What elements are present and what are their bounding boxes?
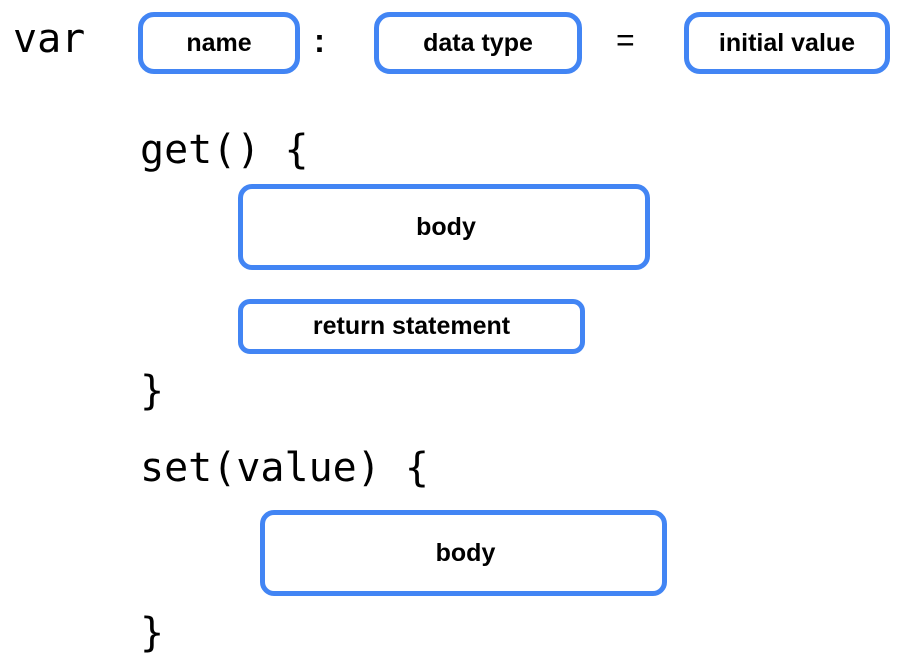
name-placeholder-box[interactable]: name <box>138 12 300 74</box>
return-statement-placeholder-label: return statement <box>312 312 511 340</box>
var-keyword: var <box>13 16 86 62</box>
type-colon-separator: : <box>314 22 325 59</box>
setter-signature: set(value) { <box>140 445 429 491</box>
return-statement-placeholder-box[interactable]: return statement <box>238 299 585 354</box>
setter-body-placeholder-box[interactable]: body <box>260 510 667 596</box>
getter-closing-brace: } <box>140 368 165 414</box>
getter-body-placeholder-box[interactable]: body <box>238 184 650 270</box>
setter-body-placeholder-label: body <box>435 538 496 567</box>
initial-value-placeholder-label: initial value <box>718 28 856 57</box>
getter-signature: get() { <box>140 127 309 173</box>
datatype-placeholder-label: data type <box>423 28 533 57</box>
name-placeholder-label: name <box>186 28 252 57</box>
assignment-equals-separator: = <box>616 22 635 58</box>
setter-closing-brace: } <box>140 610 165 656</box>
initial-value-placeholder-box[interactable]: initial value <box>684 12 890 74</box>
datatype-placeholder-box[interactable]: data type <box>374 12 582 74</box>
getter-body-placeholder-label: body <box>416 212 476 241</box>
